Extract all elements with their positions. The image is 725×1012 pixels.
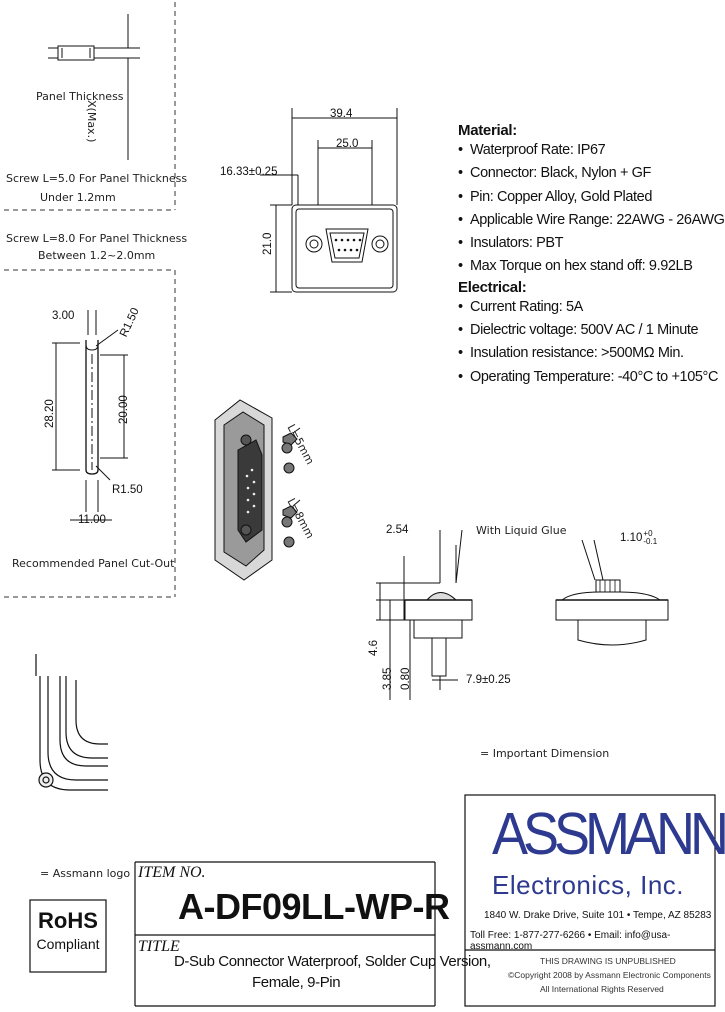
rohs-title: RoHS	[38, 908, 98, 933]
connector-iso-view	[214, 399, 301, 581]
notice-rights: All International Rights Reserved	[540, 984, 664, 994]
panel-thickness-figure	[48, 14, 140, 160]
panel-thickness-label: Panel Thickness	[36, 90, 124, 103]
important-dim-note: = Important Dimension	[480, 747, 610, 760]
material-item: Pin: Copper Alloy, Gold Plated	[458, 186, 708, 209]
x-max-label: X(Max.)	[85, 100, 98, 143]
material-heading: Material:	[458, 122, 517, 139]
title-line-2: Female, 9-Pin	[252, 974, 341, 991]
connector-top-view	[260, 108, 398, 293]
part-number: A-DF09LL-WP-R	[178, 886, 450, 927]
dim-1100: 11.00	[78, 514, 106, 526]
dim-110-value: 1.10	[620, 532, 643, 545]
title-block-frames	[29, 794, 716, 1007]
dim-254: 2.54	[386, 524, 409, 536]
screw-note-2b: Between 1.2~2.0mm	[38, 249, 156, 262]
assmann-logo-note: = Assmann logo	[40, 867, 131, 880]
company-name-2: Electronics, Inc.	[492, 870, 685, 900]
dim-3: 3.00	[52, 310, 75, 322]
title-line-1: D-Sub Connector Waterproof, Solder Cup V…	[174, 953, 491, 970]
rohs-compliant: Compliant	[36, 936, 100, 952]
bracket-detail	[35, 654, 108, 791]
item-no-label: ITEM NO.	[138, 864, 206, 881]
electrical-item: Current Rating: 5A	[458, 296, 708, 319]
dim-1633: 16.33±0.25	[220, 166, 278, 178]
panel-cutout-figure	[52, 310, 128, 521]
dim-46: 4.6	[368, 640, 380, 656]
dim-110: 1.10+0-0.1	[620, 530, 657, 546]
notice-copyright: ©Copyright 2008 by Assmann Electronic Co…	[508, 970, 711, 980]
electrical-list: Current Rating: 5A Dielectric voltage: 5…	[458, 296, 718, 389]
material-item: Insulators: PBT	[458, 232, 708, 255]
electrical-item: Operating Temperature: -40°C to +105°C	[458, 366, 718, 389]
screw-note-1: Screw L=5.0 For Panel Thickness	[6, 172, 188, 185]
dim-2000: 20.00	[118, 395, 130, 424]
left-dashed-borders	[4, 2, 176, 598]
dim-385: 3.85	[382, 667, 394, 690]
dim-r150-bot: R1.50	[112, 484, 143, 496]
company-address: 1840 W. Drake Drive, Suite 101 • Tempe, …	[484, 910, 712, 921]
connector-side-view	[376, 529, 473, 700]
rohs-badge: RoHS Compliant	[30, 900, 106, 972]
notice-unpublished: THIS DRAWING IS UNPUBLISHED	[540, 956, 676, 966]
material-item: Applicable Wire Range: 22AWG - 26AWG	[458, 209, 725, 232]
connector-front-view	[555, 539, 669, 646]
spec-block: Material: Waterproof Rate: IP67 Connecto…	[458, 122, 725, 389]
material-item: Max Torque on hex stand off: 9.92LB	[458, 255, 708, 278]
dim-110-sup: +0	[643, 529, 653, 538]
dim-394: 39.4	[330, 108, 353, 120]
company-name: ASSMANN	[492, 801, 725, 868]
material-item: Connector: Black, Nylon + GF	[458, 162, 708, 185]
dim-250: 25.0	[336, 138, 359, 150]
electrical-item: Dielectric voltage: 500V AC / 1 Minute	[458, 319, 708, 342]
dim-79: 7.9±0.25	[466, 674, 511, 686]
electrical-heading: Electrical:	[458, 278, 527, 296]
dim-080: 0.80	[400, 667, 412, 690]
electrical-item: Insulation resistance: >500MΩ Min.	[458, 342, 708, 365]
dim-110-sub: -0.1	[643, 537, 658, 546]
screw-note-1b: Under 1.2mm	[40, 191, 116, 204]
material-item: Waterproof Rate: IP67	[458, 139, 708, 162]
title-label: TITLE	[138, 938, 180, 955]
cutout-title: Recommended Panel Cut-Out	[12, 557, 175, 570]
material-list: Waterproof Rate: IP67 Connector: Black, …	[458, 139, 725, 279]
glue-label: With Liquid Glue	[476, 524, 567, 537]
dim-2820: 28.20	[44, 399, 56, 428]
screw-note-2: Screw L=8.0 For Panel Thickness	[6, 232, 188, 245]
company-contact: Toll Free: 1-877-277-6266 • Email: info@…	[470, 930, 671, 952]
dim-210: 21.0	[262, 232, 274, 255]
